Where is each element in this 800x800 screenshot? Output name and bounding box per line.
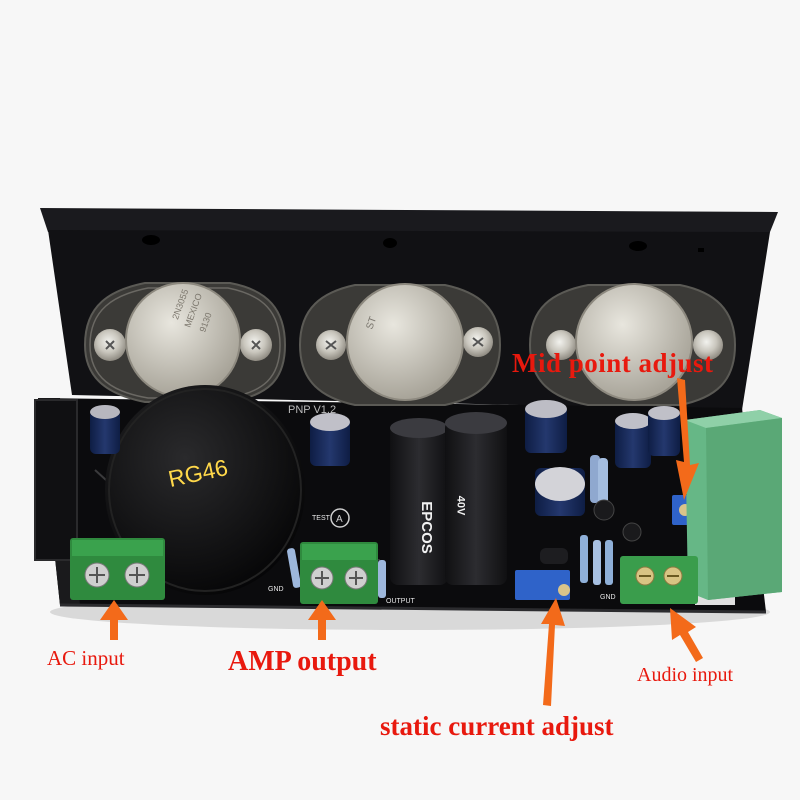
gnd-label-right: GND (600, 594, 616, 601)
arrow-static-current (541, 598, 565, 706)
terminal-block-ac (70, 538, 165, 600)
power-transistors: ST (83, 282, 737, 406)
terminal-block-audio (620, 556, 698, 604)
mid-point-adjust-label: Mid point adjust (512, 348, 714, 378)
driver-transistor (593, 499, 615, 521)
capacitor-brand-label: EPCOS (417, 501, 435, 554)
pcb-marker (330, 508, 350, 528)
small-capacitors (90, 400, 680, 516)
ac-input-label: AC input (47, 646, 125, 670)
rectifier-block (34, 399, 78, 561)
input-film-capacitor (685, 410, 782, 600)
arrow-audio-input (670, 608, 703, 662)
filter-capacitors (390, 412, 507, 585)
audio-input-label: Audio input (637, 664, 734, 686)
output-label: OUTPUT (386, 598, 415, 605)
arrow-amp-output (308, 600, 336, 640)
test-label: TEST (312, 515, 330, 522)
terminal-block-output (300, 542, 378, 604)
film-capacitor (540, 548, 568, 564)
amp-output-label: AMP output (228, 646, 377, 677)
callout-arrows (100, 378, 703, 706)
svg-text:A: A (336, 514, 343, 525)
static-current-adjust-label: static current adjust (380, 711, 614, 741)
driver-transistor (622, 522, 642, 542)
arrow-ac-input (100, 600, 128, 640)
pcb-version-label: PNP V1.2 (288, 404, 337, 416)
svg-text:ST: ST (364, 315, 379, 331)
gnd-label-left: GND (268, 586, 284, 593)
arrow-mid-point (676, 378, 699, 500)
resistors (287, 455, 613, 598)
capacitor-rating-label: 40V (454, 495, 467, 516)
